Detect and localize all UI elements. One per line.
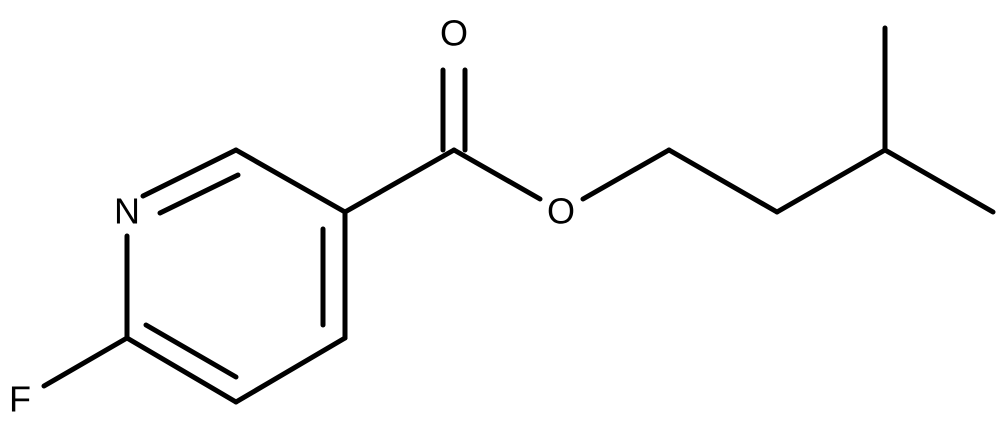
- bond-c3-carbonyl: [342, 147, 457, 215]
- bond-c6-f: [41, 335, 130, 389]
- fluorine-label: F: [9, 379, 31, 420]
- ester-oxygen-label: O: [547, 191, 575, 232]
- bond-n-c2: [140, 147, 239, 199]
- bond-c4-c5: [233, 335, 348, 405]
- bond-c5-c6-double: [143, 322, 239, 380]
- ester-group: [342, 67, 672, 215]
- bond-c5-c6: [124, 335, 239, 405]
- bond-c2-c3: [233, 147, 348, 215]
- isopentyl-chain: [666, 25, 996, 215]
- carbonyl-oxygen-label: O: [440, 13, 468, 54]
- pyridine-ring: [124, 147, 348, 405]
- bond-ch2-ch2: [666, 147, 780, 215]
- bond-ch2-ch: [774, 147, 888, 215]
- bond-ester-o-ch2: [580, 147, 672, 202]
- bond-ch-methyl-right: [882, 147, 996, 215]
- nitrogen-label: N: [114, 191, 140, 232]
- bond-n-c2-double: [157, 172, 241, 216]
- bond-carbonyl-ester-o: [451, 147, 543, 202]
